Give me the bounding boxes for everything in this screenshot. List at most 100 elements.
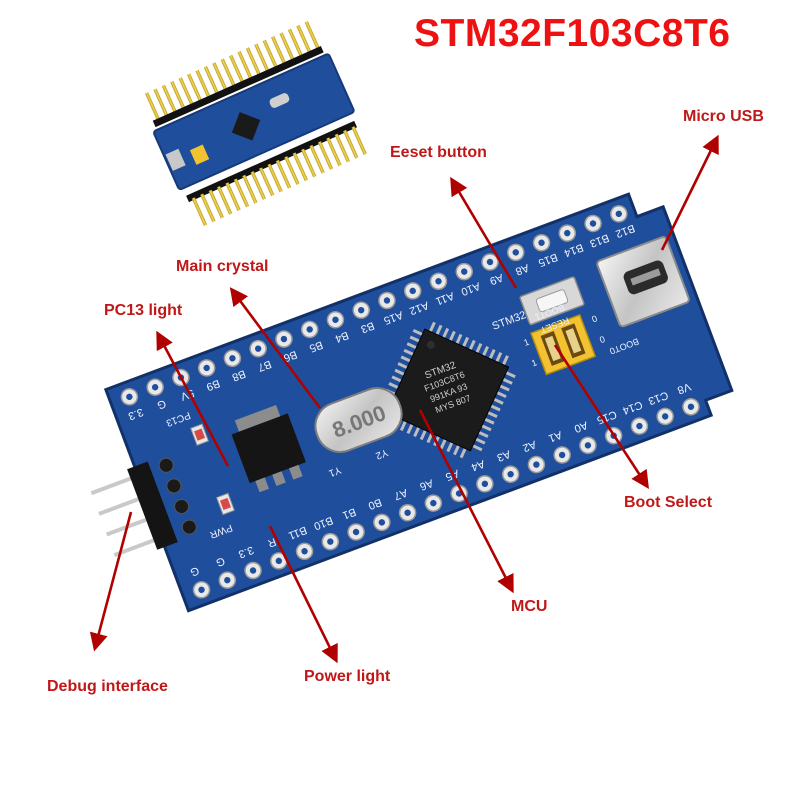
bottom-row-pad-hole: [661, 413, 669, 420]
chip-leg: [487, 411, 498, 418]
arrow-micro-usb: [660, 134, 719, 251]
thumbnail-header-pin: [326, 137, 342, 167]
chip-leg: [468, 339, 476, 351]
thumbnail-header-pin: [334, 133, 350, 163]
chip-leg: [453, 444, 460, 456]
top-row-pad-hole: [615, 210, 622, 218]
thumbnail-header-pin: [317, 141, 334, 170]
top-row-pin-label: G: [155, 397, 167, 411]
chip-leg: [442, 327, 450, 339]
chip-leg: [435, 324, 443, 336]
bottom-row-pad-hole: [507, 471, 514, 478]
top-row-pad-hole: [435, 278, 442, 285]
top-row-pad-hole: [332, 316, 339, 323]
bottom-row-pad-hole: [636, 422, 643, 430]
chip-leg: [475, 342, 483, 354]
chip-leg: [496, 391, 507, 399]
arrow-pc13-light: [156, 330, 230, 467]
silk-y1: Y1: [327, 464, 343, 479]
thumbnail-header-pin: [208, 189, 224, 219]
boot-select-jumpers[interactable]: [530, 313, 597, 376]
bottom-row-pad-hole: [224, 576, 231, 584]
bottom-row-pad-hole: [687, 403, 695, 410]
arrow-boot-select: [553, 344, 649, 490]
thumbnail-header-pin: [170, 80, 186, 110]
top-row-pad-hole: [538, 239, 545, 246]
top-row-pad-hole: [358, 306, 365, 314]
micro-usb-connector: [596, 236, 690, 328]
bottom-row-pad-hole: [301, 548, 308, 555]
silk-jumper-mark-4: 1: [522, 337, 530, 348]
bottom-row-pad-hole: [327, 538, 334, 545]
chip-leg: [439, 438, 447, 450]
chip-leg: [490, 404, 501, 412]
chip-leg: [412, 328, 423, 336]
top-row-pad-hole: [461, 268, 468, 275]
bottom-row-pad-hole: [584, 442, 592, 449]
thumbnail-header-pin: [267, 163, 283, 193]
chip-leg: [397, 362, 408, 370]
bottom-row-pin-label: A6: [418, 476, 435, 492]
label-boot-select: Boot Select: [624, 494, 713, 511]
bottom-row-pad-hole: [481, 480, 489, 488]
board-title: STM32F103C8T6: [414, 12, 731, 55]
label-reset-button: Eeset button: [390, 144, 487, 161]
arrow-debug-interface: [89, 511, 133, 652]
top-row-pad-hole: [589, 220, 597, 227]
stm32-board: B12B13B14B15A8A9A10A11A12A15B3B4B5B6B7B8…: [90, 192, 734, 613]
chip-leg: [475, 437, 486, 445]
chip-leg: [409, 335, 420, 343]
bottom-row-pin-label: G: [188, 564, 200, 578]
top-row-pad-hole: [486, 258, 494, 266]
thumbnail-header-pin: [351, 126, 367, 155]
chip-leg: [495, 352, 503, 363]
bottom-row-pin-label: A2: [521, 438, 538, 454]
thumbnail-header-pin: [279, 32, 295, 62]
top-row-pin-label: B4: [333, 329, 350, 345]
chip-leg: [400, 355, 411, 363]
chip-leg: [428, 321, 436, 333]
reset-button[interactable]: [519, 276, 585, 326]
chip-leg: [388, 382, 399, 389]
label-main-crystal: Main crystal: [176, 258, 269, 275]
thumbnail-header-pin: [301, 148, 317, 178]
label-power-light: Power light: [304, 668, 391, 685]
thumbnail-header-pin: [287, 28, 304, 58]
chip-leg: [448, 330, 456, 342]
bottom-row-pad-hole: [249, 567, 257, 574]
chip-leg: [462, 336, 470, 348]
top-row-pad-hole: [564, 229, 571, 237]
thumbnail-header-pin: [271, 36, 287, 65]
thumbnail-header-bottom: [186, 120, 367, 227]
chip-leg: [413, 426, 421, 438]
silk-jumper-mark-3: 0: [598, 334, 606, 345]
top-row-pin-label: B8: [230, 367, 247, 383]
top-row-pad-hole: [409, 287, 416, 295]
debug-pin-socket: [166, 478, 182, 494]
bottom-row-pin-label: B1: [341, 505, 358, 521]
top-row-pad-hole: [306, 326, 313, 333]
bottom-row-pin-label: 3.3: [237, 543, 256, 560]
bottom-row-pin-label: B0: [366, 496, 383, 512]
debug-pin-socket: [158, 457, 174, 473]
top-row-pin-label: A8: [514, 261, 531, 277]
bottom-row-pin-label: V8: [676, 380, 693, 396]
chip-leg: [403, 348, 414, 356]
thumbnail-header-pin: [153, 88, 169, 118]
callout-arrows: [89, 134, 719, 664]
chip-leg: [493, 397, 504, 405]
thumbnail-header-pin: [254, 43, 270, 73]
top-row-pad-hole: [280, 335, 288, 343]
thumbnail-header-pin: [296, 24, 312, 54]
top-row-pin-label: B6: [282, 348, 299, 364]
chip-leg: [446, 441, 454, 453]
bottom-row-pad-hole: [378, 519, 386, 526]
pc13-led: [190, 423, 209, 446]
bottom-row-pad-hole: [352, 528, 360, 536]
bottom-row-pad-hole: [558, 451, 566, 459]
thumbnail-header-pin: [195, 69, 211, 99]
top-row-pad-hole: [151, 383, 159, 391]
chip-leg: [406, 342, 417, 350]
label-mcu: MCU: [511, 598, 548, 615]
top-row-pad-hole: [126, 393, 133, 401]
